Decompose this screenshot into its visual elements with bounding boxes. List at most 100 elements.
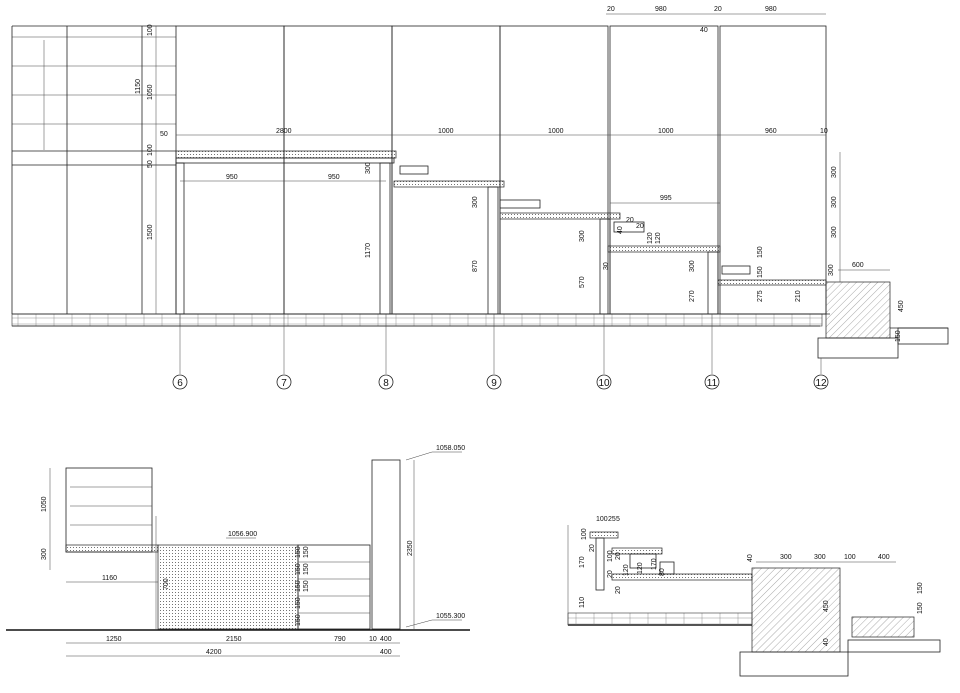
- dim-600: 600: [852, 262, 864, 269]
- dim-sl-1050: 1050: [41, 496, 48, 512]
- svg-text:100: 100: [581, 528, 588, 540]
- dim-870: 870: [472, 260, 479, 272]
- dim-v-50: 50: [160, 131, 168, 138]
- svg-text:5: 5: [616, 516, 620, 523]
- dim-top-20a: 20: [607, 6, 615, 13]
- dim-sl-2150: 2150: [226, 636, 242, 643]
- left-railing: [11, 25, 176, 314]
- svg-text:150: 150: [295, 546, 302, 558]
- dim-210: 210: [795, 290, 802, 302]
- svg-text:40: 40: [823, 638, 830, 646]
- dim-v-50b: 50: [147, 160, 154, 168]
- svg-text:20: 20: [589, 544, 596, 552]
- tall-wall: [371, 459, 401, 630]
- svg-text:120: 120: [637, 562, 644, 574]
- svg-text:450: 450: [823, 600, 830, 612]
- dim-270a: 270: [689, 290, 696, 302]
- svg-text:300: 300: [814, 554, 826, 561]
- svg-text:100: 100: [844, 554, 856, 561]
- dim-panel-1000c: 1000: [658, 128, 674, 135]
- dim-995: 995: [660, 195, 672, 202]
- panel-dimension-chain: 2800 1000 1000 1000 960 10: [276, 128, 828, 135]
- terraced-seating: [157, 544, 299, 630]
- end-wall: [825, 281, 891, 339]
- dim-1170: 1170: [365, 243, 372, 258]
- dim-300b: 300: [472, 196, 479, 208]
- svg-text:110: 110: [579, 597, 586, 608]
- dim-panel-10: 10: [820, 128, 828, 135]
- dim-panel-960: 960: [765, 128, 777, 135]
- axis-lines: [179, 314, 822, 374]
- dim-top-980b: 980: [765, 6, 777, 13]
- section-right-dims: 100 25 5 100 20 170 100 20 120 20 110 12…: [579, 516, 924, 646]
- svg-text:20: 20: [607, 570, 614, 578]
- dim-450: 450: [898, 300, 905, 312]
- dim-950b: 950: [328, 174, 340, 181]
- axis-label-10: 10: [598, 378, 610, 389]
- dim-300e: 300: [828, 264, 835, 276]
- inner-dims: 950 950 300 1170 300 870 995 300 570 40 …: [180, 152, 905, 342]
- dim-20b: 20: [636, 223, 644, 230]
- dim-panel-2800: 2800: [276, 128, 292, 135]
- level-1058: 1058.050: [436, 445, 465, 452]
- dim-300a: 300: [365, 162, 372, 174]
- svg-text:150: 150: [917, 582, 924, 594]
- ground-band: [11, 313, 823, 327]
- svg-text:150: 150: [917, 602, 924, 614]
- svg-text:150: 150: [295, 563, 302, 575]
- dim-150a: 150: [757, 246, 764, 258]
- dim-v-1050: 1050: [147, 84, 154, 100]
- svg-text:100: 100: [596, 516, 608, 523]
- dim-sl-400a: 400: [380, 636, 392, 643]
- dim-570: 570: [579, 276, 586, 288]
- dim-v-1500: 1500: [147, 224, 154, 240]
- dim-300h: 300: [831, 226, 838, 238]
- section-left: 1058.050 1056.900 1055.300 1050 300 700 …: [6, 445, 470, 657]
- dim-sl-700: 700: [163, 578, 170, 590]
- glass-panels: [175, 25, 827, 315]
- dim-120a: 120: [647, 232, 654, 244]
- dim-top-40: 40: [700, 27, 708, 34]
- dim-sl-300: 300: [41, 548, 48, 560]
- dim-30: 30: [603, 262, 610, 270]
- dim-300f: 300: [831, 166, 838, 178]
- dim-40: 40: [617, 226, 624, 234]
- dim-300g: 300: [831, 196, 838, 208]
- dim-950a: 950: [226, 174, 238, 181]
- dim-sl-790: 790: [334, 636, 346, 643]
- dim-300c: 300: [579, 230, 586, 242]
- svg-text:40: 40: [747, 554, 754, 562]
- svg-text:170: 170: [579, 556, 586, 568]
- axis-label-11: 11: [707, 378, 718, 389]
- dim-top-980a: 980: [655, 6, 667, 13]
- dim-300d: 300: [689, 260, 696, 272]
- svg-text:150: 150: [303, 546, 310, 558]
- svg-text:400: 400: [878, 554, 890, 561]
- svg-text:80: 80: [659, 568, 666, 576]
- left-vertical-dims: 100 1150 1050 50 50 100 1500: [135, 24, 168, 314]
- dim-sl-400b: 400: [380, 649, 392, 656]
- axis-label-6: 6: [177, 378, 183, 389]
- svg-text:150: 150: [303, 563, 310, 575]
- top-dimension-chain: 20 980 20 980 40: [606, 6, 826, 34]
- dim-top-20b: 20: [714, 6, 722, 13]
- dim-v-1150: 1150: [135, 79, 142, 94]
- dim-sl-1160: 1160: [102, 575, 117, 582]
- dim-panel-1000b: 1000: [548, 128, 564, 135]
- svg-text:150: 150: [295, 597, 302, 609]
- dim-275: 275: [757, 290, 764, 302]
- svg-text:150: 150: [295, 614, 302, 626]
- section-right: 100 25 5 100 20 170 100 20 120 20 110 12…: [567, 516, 941, 677]
- dim-120b: 120: [655, 232, 662, 244]
- dim-20a: 20: [626, 217, 634, 224]
- dim-panel-1000a: 1000: [438, 128, 454, 135]
- svg-text:300: 300: [780, 554, 792, 561]
- svg-text:150: 150: [295, 580, 302, 592]
- level-1055: 1055.300: [436, 613, 465, 620]
- step-dims: 150 150 150 150 150 150 150 150: [295, 546, 310, 626]
- axis-label-12: 12: [815, 378, 827, 389]
- retaining-wall: [751, 567, 841, 653]
- dim-v-100b: 100: [147, 144, 154, 156]
- svg-text:150: 150: [303, 580, 310, 592]
